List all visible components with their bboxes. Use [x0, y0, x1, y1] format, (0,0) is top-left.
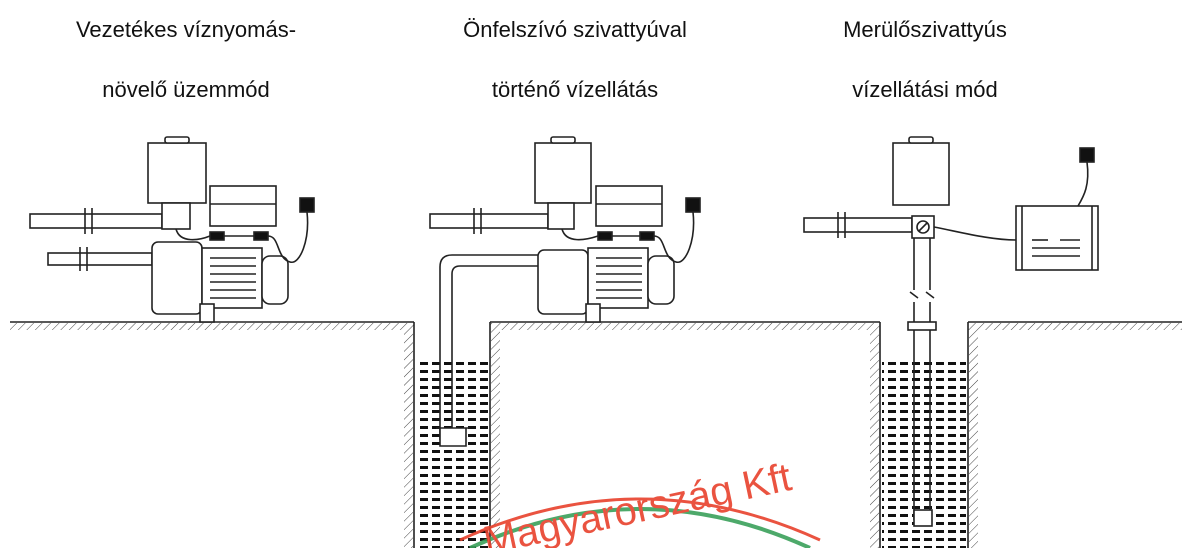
caption-selfpriming-line1: Önfelszívó szivattyúval: [463, 17, 687, 42]
caption-wired: Vezetékes víznyomás- növelő üzemmód: [21, 0, 351, 120]
submersible-pump-setup: [803, 136, 1099, 527]
caption-wired-line2: növelő üzemmód: [102, 77, 270, 102]
caption-selfpriming: Önfelszívó szivattyúval történő vízellát…: [410, 0, 740, 120]
caption-submersible: Merülőszivattyús vízellátási mód: [760, 0, 1090, 120]
booster-pump-1: [29, 136, 315, 323]
caption-submersible-line1: Merülőszivattyús: [843, 17, 1007, 42]
watermark: Magyarország Kft: [459, 455, 821, 548]
selfpriming-pump: [429, 136, 701, 447]
watermark-arc: [469, 507, 811, 548]
ground: [10, 321, 1182, 330]
caption-wired-line1: Vezetékes víznyomás-: [75, 17, 297, 42]
caption-selfpriming-line2: történő vízellátás: [491, 77, 659, 102]
watermark-text: Magyarország Kft: [479, 455, 795, 548]
caption-submersible-line2: vízellátási mód: [852, 77, 998, 102]
